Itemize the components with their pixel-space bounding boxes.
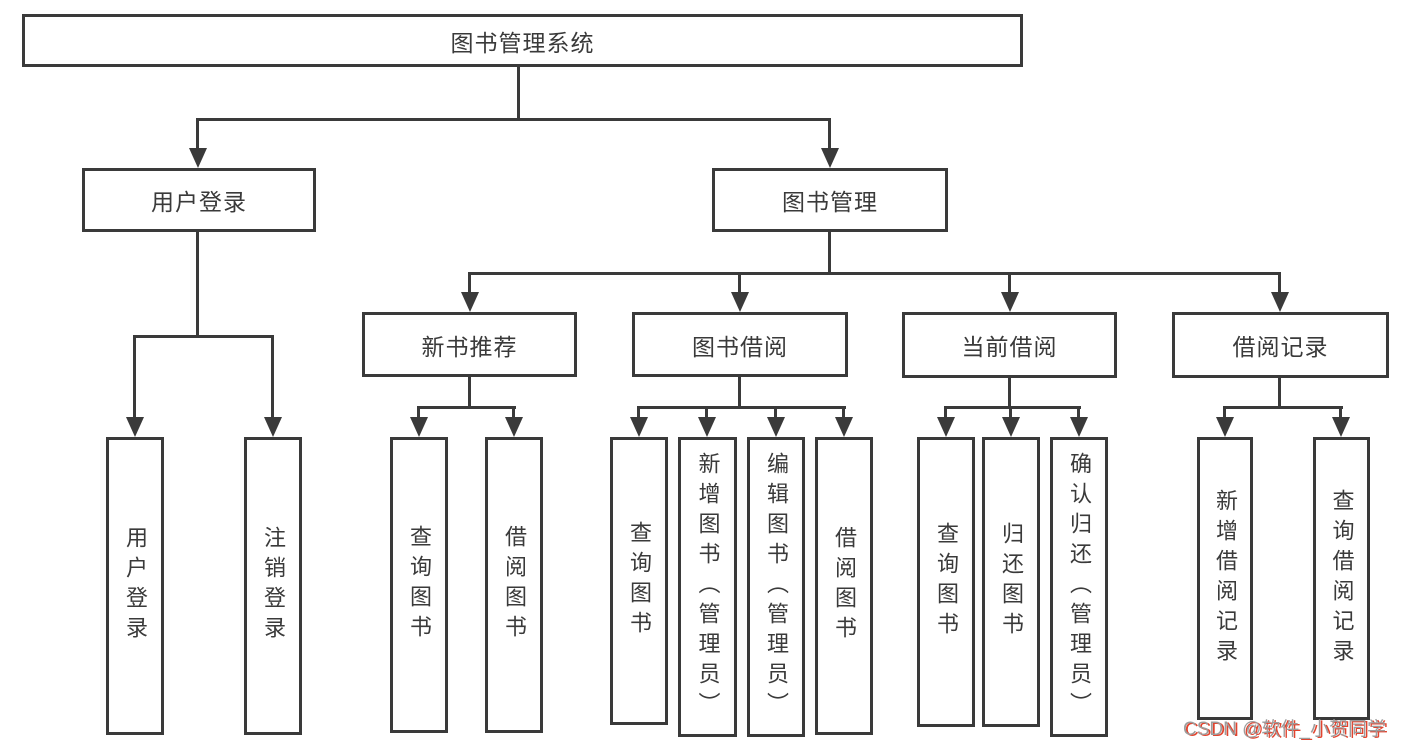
arrow-head-icon — [461, 292, 479, 312]
arrow-head-icon — [1271, 292, 1289, 312]
leaf-label: 编辑图书（管理员） — [764, 452, 789, 722]
connector-line — [738, 377, 741, 406]
leaf-user-login: 用户登录 — [106, 437, 164, 735]
leaf-label: 查询图书 — [627, 521, 652, 641]
connector-line — [1278, 378, 1281, 406]
connector-line — [196, 118, 199, 150]
node-current-borrow: 当前借阅 — [902, 312, 1117, 378]
leaf-label: 查询图书 — [407, 525, 432, 645]
node-label: 图书管理 — [782, 189, 878, 215]
leaf-add-borrow-record: 新增借阅记录 — [1197, 437, 1253, 720]
connector-line — [1008, 272, 1011, 296]
connector-line — [637, 406, 640, 419]
connector-line — [774, 406, 777, 419]
arrow-head-icon — [126, 417, 144, 437]
connector-line — [828, 118, 831, 150]
connector-line — [944, 406, 947, 419]
connector-line — [197, 118, 831, 121]
connector-line — [517, 67, 520, 119]
leaf-label: 借阅图书 — [502, 525, 527, 645]
arrow-head-icon — [1002, 417, 1020, 437]
arrow-head-icon — [937, 417, 955, 437]
arrow-head-icon — [731, 292, 749, 312]
arrow-head-icon — [630, 417, 648, 437]
leaf-label: 查询图书 — [934, 522, 959, 642]
arrow-head-icon — [189, 148, 207, 168]
leaf-query-book-current: 查询图书 — [917, 437, 975, 727]
node-root: 图书管理系统 — [22, 14, 1023, 67]
arrow-head-icon — [1001, 292, 1019, 312]
arrow-head-icon — [1070, 417, 1088, 437]
connector-line — [417, 406, 420, 419]
arrow-head-icon — [698, 417, 716, 437]
leaf-label: 新增借阅记录 — [1213, 488, 1238, 669]
leaf-logout: 注销登录 — [244, 437, 302, 735]
connector-line — [418, 406, 516, 409]
arrow-head-icon — [835, 417, 853, 437]
connector-line — [1223, 406, 1226, 419]
arrow-head-icon — [767, 417, 785, 437]
leaf-query-book-borrow: 查询图书 — [610, 437, 668, 725]
connector-line — [738, 272, 741, 296]
leaf-add-book-admin: 新增图书（管理员） — [678, 437, 737, 737]
arrow-head-icon — [1332, 417, 1350, 437]
connector-line — [842, 406, 845, 419]
arrow-head-icon — [821, 148, 839, 168]
node-label: 图书借阅 — [692, 333, 788, 360]
connector-line — [133, 335, 136, 419]
connector-line — [1278, 272, 1281, 296]
connector-line — [468, 377, 471, 406]
node-book-management: 图书管理 — [712, 168, 948, 232]
connector-line — [196, 232, 199, 335]
node-label: 当前借阅 — [961, 334, 1058, 360]
connector-line — [1077, 406, 1080, 419]
node-new-book-recommend: 新书推荐 — [362, 312, 577, 377]
connector-line — [1339, 406, 1342, 419]
arrow-head-icon — [264, 417, 282, 437]
connector-line — [1224, 406, 1343, 409]
leaf-label: 新增图书（管理员） — [695, 452, 721, 722]
node-user-login: 用户登录 — [82, 168, 316, 232]
connector-line — [512, 406, 515, 419]
node-label: 用户登录 — [151, 189, 247, 215]
connector-line — [469, 272, 1281, 275]
leaf-borrow-book: 借阅图书 — [815, 437, 873, 735]
connector-line — [828, 232, 831, 272]
leaf-label: 用户登录 — [123, 526, 148, 646]
node-label: 借阅记录 — [1232, 334, 1329, 360]
leaf-confirm-return-admin: 确认归还（管理员） — [1050, 437, 1108, 737]
node-label: 新书推荐 — [421, 333, 518, 360]
leaf-query-book-recommend: 查询图书 — [390, 437, 448, 733]
node-book-borrow: 图书借阅 — [632, 312, 848, 377]
connector-line — [134, 335, 274, 338]
connector-line — [705, 406, 708, 419]
arrow-head-icon — [505, 417, 523, 437]
connector-line — [1009, 406, 1012, 419]
connector-line — [1008, 378, 1011, 406]
arrow-head-icon — [410, 417, 428, 437]
leaf-label: 借阅图书 — [832, 526, 857, 646]
connector-line — [468, 272, 471, 296]
connector-line — [638, 406, 846, 409]
csdn-watermark: CSDN @软件_小贺同学 — [1183, 719, 1386, 740]
leaf-label: 确认归还（管理员） — [1067, 452, 1092, 722]
connector-line — [945, 406, 1081, 409]
node-root-label: 图书管理系统 — [450, 29, 595, 56]
leaf-query-borrow-record: 查询借阅记录 — [1313, 437, 1370, 720]
connector-line — [271, 335, 274, 419]
leaf-edit-book-admin: 编辑图书（管理员） — [747, 437, 805, 737]
leaf-label: 注销登录 — [261, 526, 286, 646]
leaf-return-book: 归还图书 — [982, 437, 1040, 727]
leaf-label: 归还图书 — [999, 522, 1024, 642]
leaf-borrow-book-recommend: 借阅图书 — [485, 437, 543, 733]
leaf-label: 查询借阅记录 — [1329, 488, 1355, 669]
node-borrow-records: 借阅记录 — [1172, 312, 1389, 378]
arrow-head-icon — [1216, 417, 1234, 437]
